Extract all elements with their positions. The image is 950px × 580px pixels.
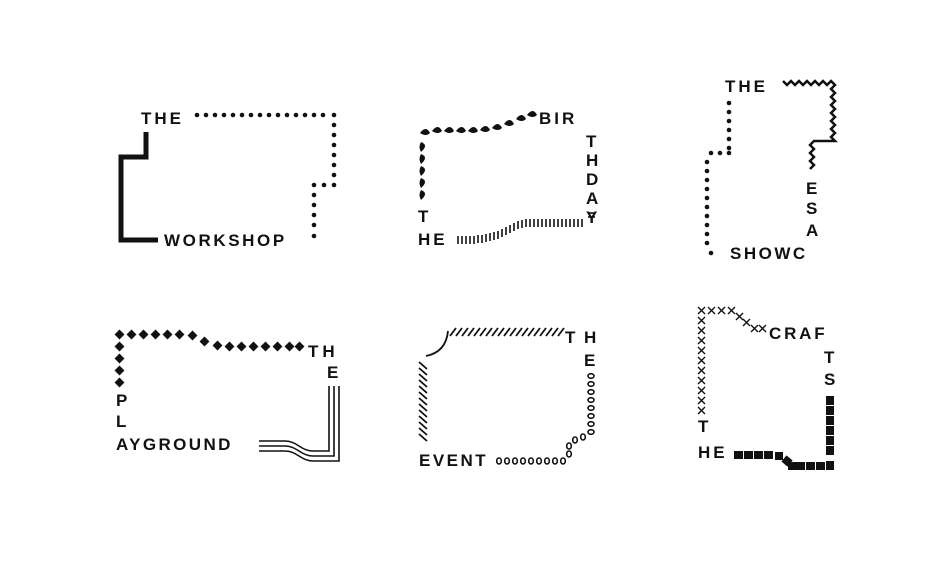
playground-name-ayground: AYGROUND — [116, 435, 233, 454]
crafts-the-he: HE — [698, 443, 728, 462]
crafts-name-craf: CRAF — [769, 324, 827, 343]
playground-name-p: P — [116, 391, 127, 410]
logo-event: T H E EVENT — [418, 327, 596, 470]
event-left-hatch — [418, 361, 428, 442]
crafts-name-s: S — [824, 370, 835, 389]
logo-workshop: THE WORKSHOP — [118, 109, 337, 250]
showcase-name-e: E — [806, 179, 817, 198]
birthday-the-he: HE — [418, 230, 448, 249]
playground-name-l: L — [116, 412, 126, 431]
playground-diamond-frame — [114, 329, 305, 388]
birthday-name-t: T — [586, 132, 597, 151]
showcase-name-a: A — [806, 221, 818, 240]
birthday-name-h: H — [586, 151, 598, 170]
event-corner-arc — [425, 330, 449, 357]
logo-birthday: T HE BIR T H D A Y — [418, 109, 598, 249]
birthday-name-a: A — [586, 189, 598, 208]
birthday-leaf-frame — [419, 111, 537, 200]
event-ring-frame — [495, 372, 595, 465]
workshop-name: WORKSHOP — [164, 231, 287, 250]
crafts-name-t: T — [824, 348, 835, 367]
birthday-the-t: T — [418, 207, 429, 226]
showcase-name-showc: SHOWC — [730, 244, 808, 263]
logo-playground: TH E P L AYGROUND — [114, 329, 340, 462]
workshop-dotted-frame — [194, 112, 337, 239]
crafts-cross-frame — [697, 306, 767, 415]
birthday-name-bir: BIR — [539, 109, 577, 128]
showcase-name-s: S — [806, 199, 817, 218]
birthday-name-d: D — [586, 170, 598, 189]
showcase-the: THE — [725, 77, 768, 96]
playground-the-e: E — [327, 363, 338, 382]
crafts-block-frame — [734, 396, 834, 470]
event-the-t: T — [565, 328, 576, 347]
playground-the-th: TH — [308, 342, 339, 361]
event-name: EVENT — [419, 451, 488, 470]
workshop-the: THE — [141, 109, 184, 128]
showcase-dotted-frame — [704, 100, 732, 256]
event-the-h: H — [584, 328, 596, 347]
logo-crafts: T HE CRAF T S — [697, 306, 835, 470]
birthday-hatched-wave — [457, 212, 595, 244]
event-top-hatch — [449, 327, 565, 337]
workshop-solid-frame — [118, 132, 158, 243]
crafts-the-t: T — [698, 417, 709, 436]
showcase-zigzag-frame — [782, 79, 839, 170]
playground-triple-line — [259, 386, 340, 462]
logo-showcase: THE SHOWC A S E — [704, 77, 839, 263]
birthday-name-y: Y — [586, 208, 598, 227]
event-the-e: E — [584, 351, 595, 370]
